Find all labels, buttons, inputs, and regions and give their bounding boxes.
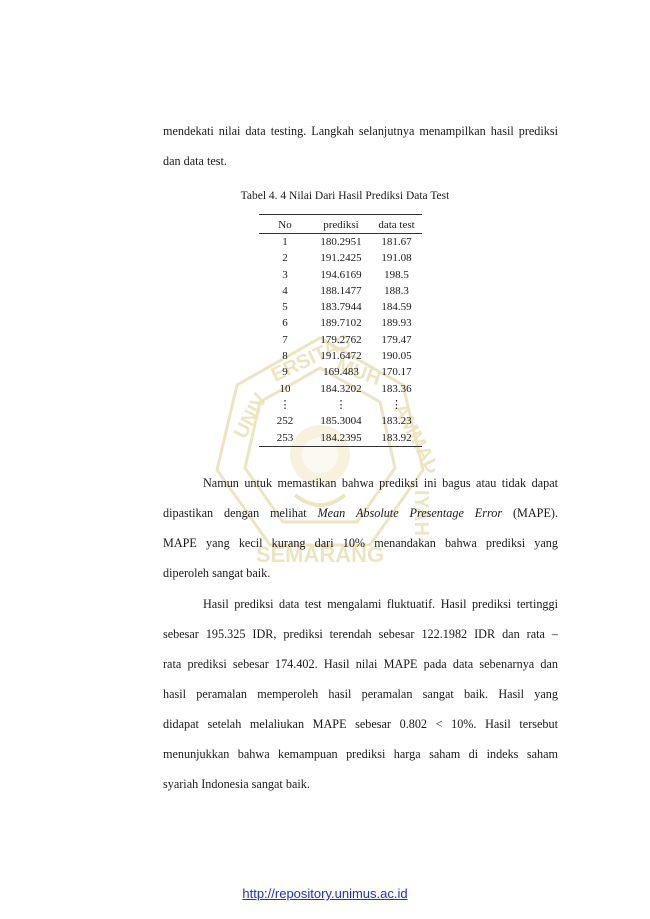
cell-data-test: 183.23	[381, 415, 412, 428]
text-line: didapat setelah melaliukan MAPE sebesar …	[163, 717, 558, 731]
cell-no: 7	[282, 333, 288, 346]
cell-no: 3	[282, 268, 288, 281]
cell-prediksi: 183.7944	[320, 301, 362, 314]
table-header-row: No prediksi data test	[259, 214, 422, 234]
table-row: 1 180.2951 181.67	[259, 234, 422, 251]
text-line: Hasil prediksi data test mengalami flukt…	[203, 597, 558, 611]
table-row: 2 191.2425 191.08	[259, 250, 422, 266]
column-header-prediksi: prediksi	[311, 214, 371, 234]
cell-data-test: 189.93	[381, 317, 412, 330]
cell-no: 10	[279, 382, 291, 395]
text-line: diperoleh sangat baik.	[163, 566, 271, 580]
table-row: 6 189.7102 189.93	[259, 315, 422, 331]
cell-data-test: 198.5	[384, 268, 409, 281]
cell-no: 5	[282, 301, 288, 314]
cell-data-test: 183.92	[371, 429, 422, 447]
cell-no: 4	[282, 284, 288, 297]
cell-prediksi: 184.3202	[320, 382, 362, 395]
column-header-no: No	[259, 214, 311, 234]
column-header-data-test: data test	[371, 214, 422, 234]
table-row: 8 191.6472 190.05	[259, 348, 422, 364]
repository-link[interactable]: http://repository.unimus.ac.id	[242, 886, 408, 901]
cell-prediksi: 180.2951	[320, 236, 362, 248]
cell-no: 6	[282, 317, 288, 330]
table-row: 252 185.3004 183.23	[259, 413, 422, 429]
cell-prediksi: 189.7102	[320, 317, 362, 330]
table-row-ellipsis: ⋮ ⋮ ⋮	[259, 397, 422, 413]
cell-data-test: ⋮	[391, 398, 402, 411]
cell-prediksi: 188.1477	[320, 284, 362, 297]
text-line: Namun untuk memastikan bahwa prediksi in…	[203, 476, 558, 490]
table-row: 7 179.2762 179.47	[259, 332, 422, 348]
footer: http://repository.unimus.ac.id	[0, 886, 650, 901]
table-row: 9 169.483 170.17	[259, 364, 422, 380]
cell-data-test: 191.08	[381, 252, 412, 265]
cell-no: 252	[276, 415, 294, 428]
cell-prediksi: 184.2395	[311, 429, 371, 447]
cell-prediksi: 179.2762	[320, 333, 362, 346]
cell-no: 253	[259, 429, 311, 447]
text-line: menunjukkan bahwa kemampuan prediksi har…	[163, 747, 558, 761]
text-line: dipastikan dengan melihat Mean Absolute …	[163, 506, 559, 520]
cell-data-test: 170.17	[381, 366, 412, 379]
cell-data-test: 190.05	[381, 350, 412, 363]
text-line: hasil peramalan memperoleh hasil peramal…	[163, 687, 558, 701]
text-line: dan data test.	[163, 154, 227, 168]
cell-no: 9	[282, 366, 288, 379]
cell-prediksi: 191.6472	[320, 350, 362, 363]
cell-no: 2	[282, 252, 288, 265]
table-row: 4 188.1477 188.3	[259, 283, 422, 299]
cell-no: ⋮	[279, 398, 291, 411]
text-line: sebesar 195.325 IDR, prediksi terendah s…	[163, 627, 558, 641]
paragraph-mape: Namun untuk memastikan bahwa prediksi in…	[163, 468, 558, 588]
table-row: 10 184.3202 183.36	[259, 381, 422, 397]
cell-data-test: 188.3	[384, 284, 409, 297]
text-line: syariah Indonesia sangat baik.	[163, 777, 310, 791]
table-row: 3 194.6169 198.5	[259, 267, 422, 283]
cell-prediksi: 169.483	[323, 366, 359, 379]
text-line: rata prediksi sebesar 174.402. Hasil nil…	[163, 657, 558, 671]
paragraph-result: Hasil prediksi data test mengalami flukt…	[163, 589, 558, 799]
text-line: MAPE yang kecil kurang dari 10% menandak…	[163, 536, 558, 550]
cell-no: 1	[282, 236, 288, 248]
cell-prediksi: 191.2425	[320, 252, 362, 265]
cell-data-test: 183.36	[381, 382, 412, 395]
table-caption: Tabel 4. 4 Nilai Dari Hasil Prediksi Dat…	[240, 190, 450, 202]
paragraph-intro: mendekati nilai data testing. Langkah se…	[163, 116, 558, 176]
cell-prediksi: 185.3004	[320, 415, 362, 428]
cell-prediksi: ⋮	[335, 398, 347, 411]
cell-prediksi: 194.6169	[320, 268, 362, 281]
mape-term: Mean Absolute Presentage Error	[317, 506, 503, 520]
cell-data-test: 184.59	[381, 301, 412, 314]
cell-no: 8	[282, 350, 288, 363]
text-line: mendekati nilai data testing. Langkah se…	[163, 124, 558, 138]
cell-data-test: 179.47	[381, 333, 412, 346]
table-row: 5 183.7944 184.59	[259, 299, 422, 315]
cell-data-test: 181.67	[381, 236, 412, 248]
